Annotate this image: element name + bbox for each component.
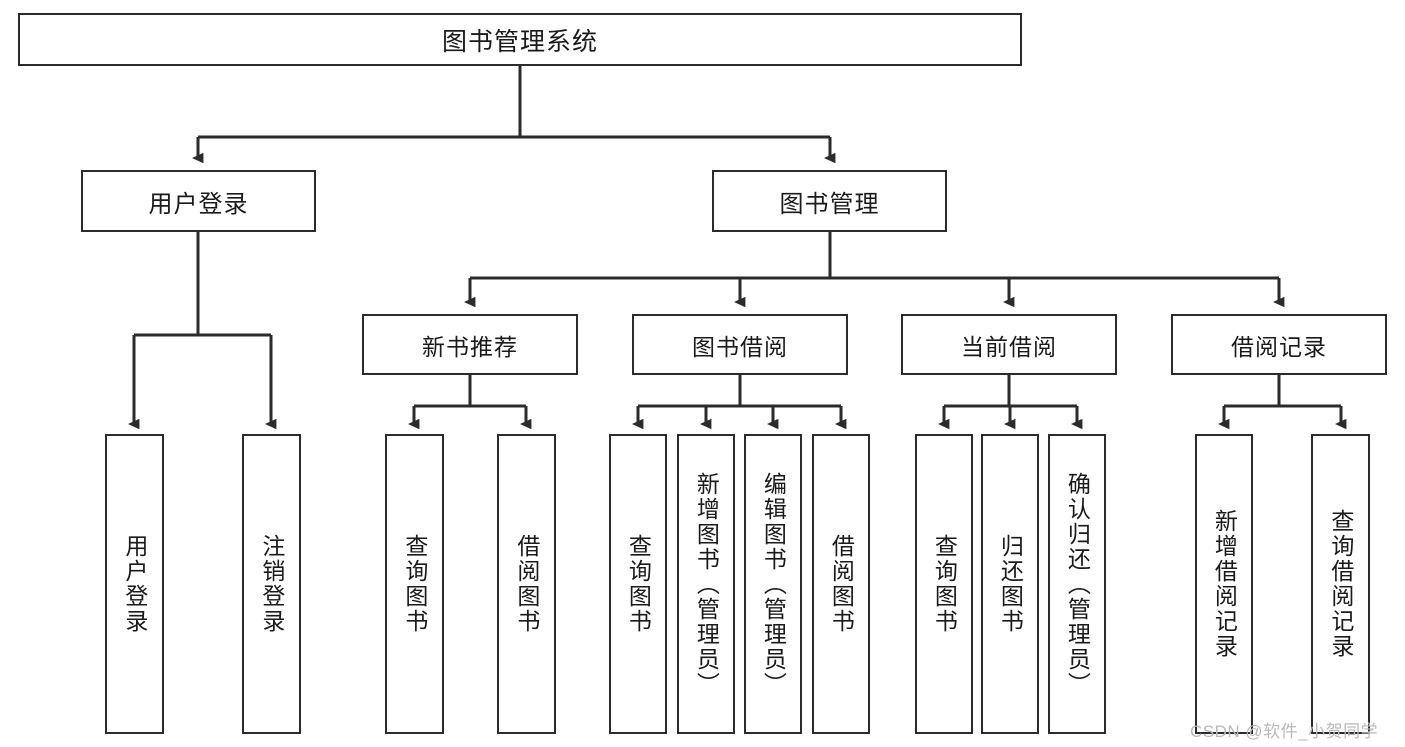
node-current-borrowing[interactable]: 当前借阅 [901,314,1117,375]
node-label: 图书管理 [779,190,880,218]
leaf-borrow-edit-book-admin[interactable]: 编辑图书（管理员） [744,434,802,734]
csdn-watermark: CSDN @软件_小贺同学 [1190,722,1379,741]
node-book-borrowing[interactable]: 图书借阅 [632,314,848,375]
node-label: 查询图书 [401,534,428,634]
leaf-current-confirm-return-admin[interactable]: 确认归还（管理员） [1048,434,1106,734]
node-label: 当前借阅 [961,333,1057,360]
leaf-user-login-logout[interactable]: 注销登录 [242,434,301,734]
node-label: 查询图书 [931,534,958,634]
node-label: 查询图书 [625,534,652,634]
leaf-records-add-record[interactable]: 新增借阅记录 [1195,434,1253,734]
node-label: 图书借阅 [692,333,788,360]
leaf-borrow-add-book-admin[interactable]: 新增图书（管理员） [677,434,735,734]
leaf-current-return-book[interactable]: 归还图书 [981,434,1039,734]
node-root-book-management-system[interactable]: 图书管理系统 [18,13,1022,66]
node-label: 用户登录 [121,534,148,634]
leaf-current-query-book[interactable]: 查询图书 [915,434,973,734]
leaf-new-books-borrow-book[interactable]: 借阅图书 [497,434,556,734]
leaf-records-query-record[interactable]: 查询借阅记录 [1311,434,1370,734]
node-label: 借阅记录 [1231,333,1327,360]
node-label: 借阅图书 [828,534,855,634]
node-label: 借阅图书 [513,534,540,634]
leaf-new-books-query-book[interactable]: 查询图书 [385,434,444,734]
node-label: 确认归还（管理员） [1064,471,1091,697]
node-label: 归还图书 [997,534,1024,634]
node-label: 图书管理系统 [441,27,598,56]
node-label: 编辑图书（管理员） [760,471,787,697]
node-label: 注销登录 [258,534,285,634]
node-label: 新增图书（管理员） [693,471,720,697]
leaf-user-login-login[interactable]: 用户登录 [105,434,164,734]
node-borrowing-records[interactable]: 借阅记录 [1171,314,1387,375]
node-label: 查询借阅记录 [1327,509,1354,659]
node-new-book-recommendation[interactable]: 新书推荐 [362,314,578,375]
node-book-management[interactable]: 图书管理 [712,170,947,232]
leaf-borrow-query-book[interactable]: 查询图书 [609,434,667,734]
node-label: 新书推荐 [422,333,518,360]
leaf-borrow-borrow-book[interactable]: 借阅图书 [812,434,870,734]
node-label: 新增借阅记录 [1211,509,1238,659]
node-label: 用户登录 [148,190,249,218]
node-user-login[interactable]: 用户登录 [81,170,316,232]
